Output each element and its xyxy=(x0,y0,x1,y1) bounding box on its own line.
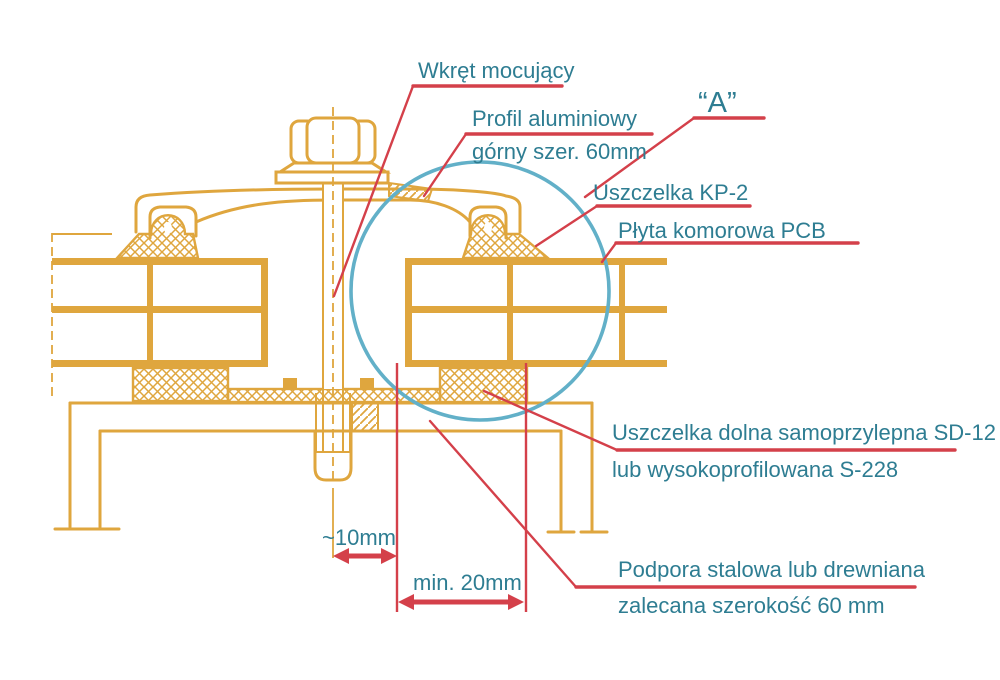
label-support-line1: Podpora stalowa lub drewniana xyxy=(618,557,926,582)
label-aluminum-profile-line1: Profil aluminiowy xyxy=(472,106,637,131)
dimension-bearing-width: min. 20mm xyxy=(413,570,522,595)
detail-circle xyxy=(349,160,611,422)
label-fixing-screw: Wkręt mocujący xyxy=(418,58,574,83)
dimension-bolt-offset: ~10mm xyxy=(322,525,396,550)
label-bottom-gasket-line2: lub wysokoprofilowana S-228 xyxy=(612,457,898,482)
support-structure xyxy=(53,401,609,534)
bottom-gasket-right xyxy=(438,366,529,404)
label-top-gasket: Uszczelka KP-2 xyxy=(593,180,748,205)
labels: Wkręt mocujący Profil aluminiowy górny s… xyxy=(322,58,996,618)
label-aluminum-profile-line2: górny szer. 60mm xyxy=(472,139,647,164)
spacer-block-section xyxy=(351,402,379,432)
label-support-line2: zalecana szerokość 60 mm xyxy=(618,593,885,618)
label-bottom-gasket-line1: Uszczelka dolna samoprzylepna SD-12 xyxy=(612,420,996,445)
annotation-lines xyxy=(332,84,957,612)
label-panel: Płyta komorowa PCB xyxy=(618,218,826,243)
bottom-gasket-left xyxy=(131,366,230,403)
panel-left xyxy=(51,233,268,397)
fixing-screw xyxy=(274,107,392,558)
top-gasket-left xyxy=(114,214,200,260)
panel-right xyxy=(405,258,667,367)
label-detail-marker: “A” xyxy=(698,87,737,119)
